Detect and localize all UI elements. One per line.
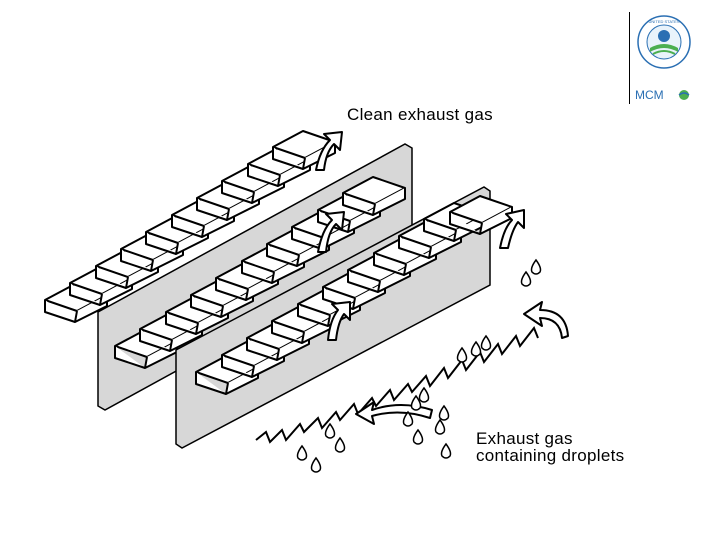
exhaust-gas-inlet-label: Exhaust gas containing droplets	[476, 430, 624, 464]
inlet-label-line-1: Exhaust gas	[476, 430, 624, 447]
inlet-label-line-2: containing droplets	[476, 447, 624, 464]
clean-exhaust-gas-label: Clean exhaust gas	[347, 106, 493, 123]
